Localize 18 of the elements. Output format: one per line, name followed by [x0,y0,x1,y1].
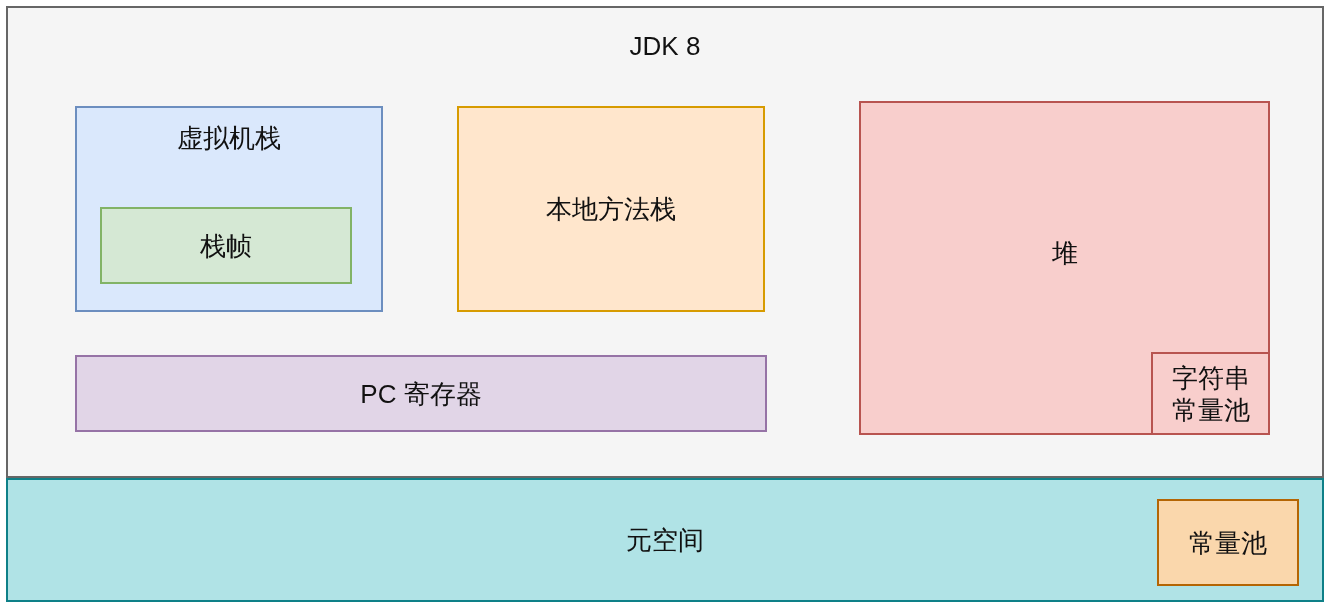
region-label: 栈帧 [200,229,252,262]
memory-area-box [6,478,1324,602]
region-label: 虚拟机栈 [177,122,281,154]
region-label: 本地方法栈 [546,193,676,225]
region-label: JDK 8 [629,30,701,62]
memory-region-box [75,355,767,432]
region-label: 元空间 [626,524,704,556]
memory-region-box [457,106,765,312]
memory-region-box [859,101,1270,435]
memory-area-box [6,6,1324,478]
region-label: 常量池 [1189,526,1267,559]
region-label: 堆 [1051,237,1078,269]
memory-region-box [1151,352,1270,435]
region-label: 字符串常量池 [1170,361,1251,426]
memory-region-box [100,207,352,284]
region-label: PC 寄存器 [360,377,482,410]
memory-region-box [1157,499,1299,586]
memory-region-box [75,106,383,312]
